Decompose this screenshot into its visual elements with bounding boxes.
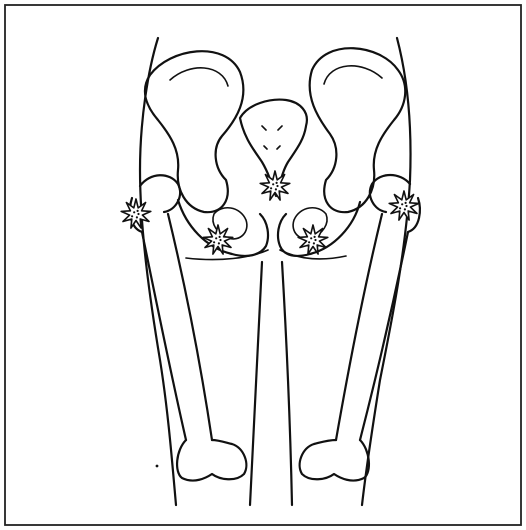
body-outline-left: [140, 38, 176, 505]
right-iliac-crest-inner: [324, 66, 382, 84]
left-iliac-crest-inner: [170, 68, 228, 86]
starburst-speck: [213, 241, 215, 243]
ink-speck: [156, 465, 159, 468]
starburst-speck: [313, 242, 315, 244]
starburst-speck: [219, 236, 221, 238]
right-pubis: [278, 202, 360, 256]
right-ilium: [310, 48, 406, 212]
starburst-speck: [215, 237, 217, 239]
starburst-speck: [276, 185, 278, 187]
figure-frame: [5, 5, 521, 525]
starburst-speck: [137, 210, 139, 212]
inner-thigh-left: [250, 262, 262, 505]
starburst-speck: [136, 216, 138, 218]
starburst-speck: [308, 241, 310, 243]
starburst-speck: [218, 242, 220, 244]
right-femur: [300, 175, 420, 481]
right-femur-condyles: [300, 440, 369, 481]
starburst-speck: [133, 211, 135, 213]
starburst-speck: [314, 236, 316, 238]
starburst-left-hip-lateral: [121, 199, 151, 228]
starburst-speck: [314, 239, 316, 241]
starburst-speck: [137, 213, 139, 215]
starburst-speck: [272, 183, 274, 185]
starburst-speck: [310, 237, 312, 239]
right-femur-shaft-outer: [360, 232, 408, 440]
starburst-speck: [219, 239, 221, 241]
starburst-speck: [276, 182, 278, 184]
left-femur-head: [140, 175, 180, 212]
pubic-arch-line: [186, 250, 346, 260]
left-ilium: [145, 51, 243, 212]
starburst-speck: [275, 188, 277, 190]
starburst-speck: [270, 187, 272, 189]
inner-thigh-right: [282, 262, 292, 505]
sacral-foramina: [262, 126, 282, 149]
left-femur-condyles: [177, 440, 246, 481]
starburst-speck: [131, 215, 133, 217]
